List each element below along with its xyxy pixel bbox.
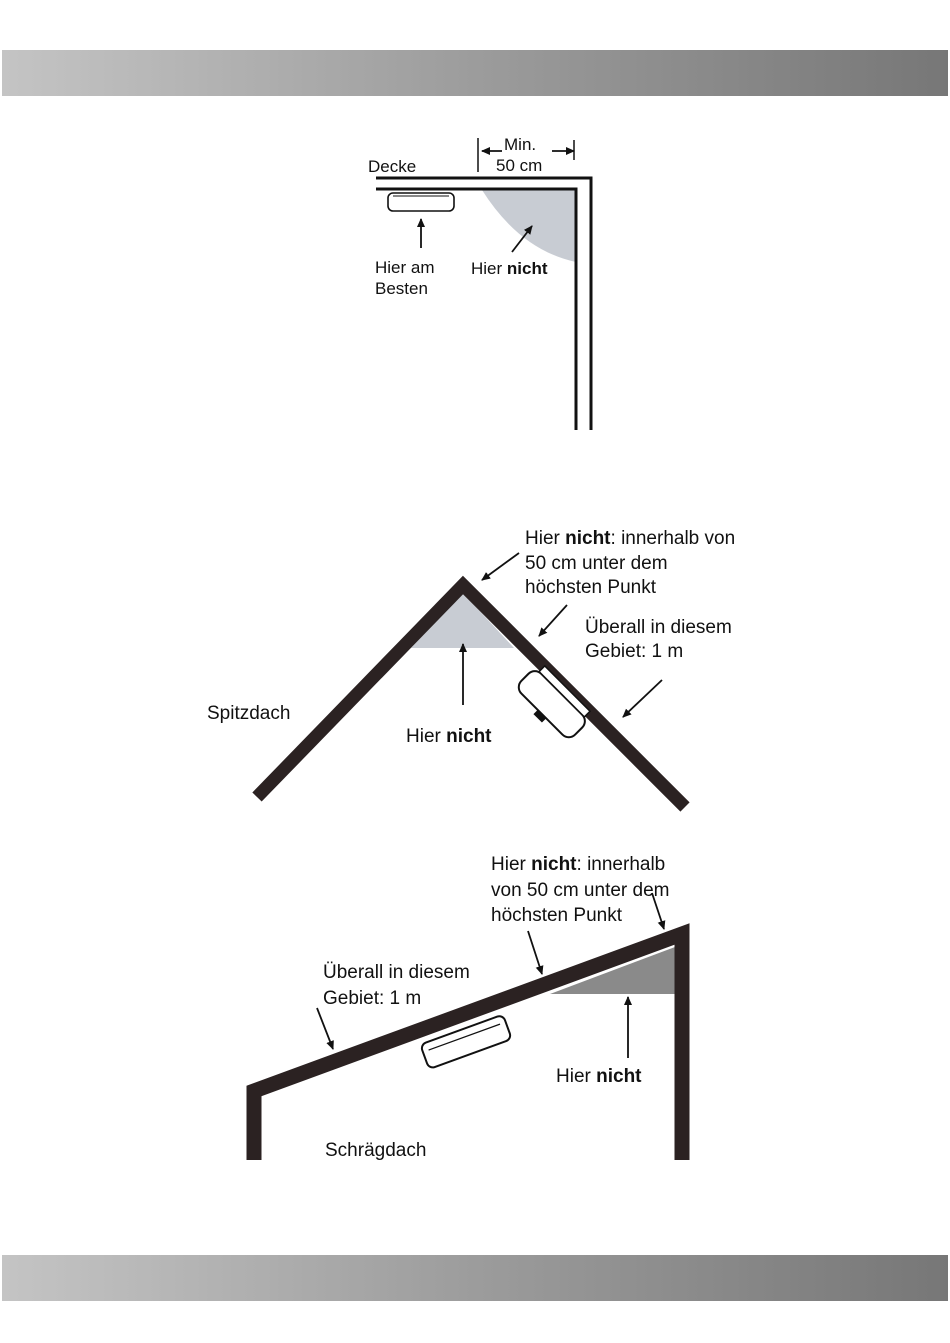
peak-not-here-arrow — [482, 553, 519, 580]
top-note-line1: Hier nicht: innerhalb — [491, 854, 665, 875]
ceiling-dead-zone — [482, 190, 576, 262]
not-here-label: Hier nicht — [556, 1066, 642, 1087]
dimension-label-line1: Min. — [504, 135, 536, 154]
anywhere-label-line1: Überall in diesem — [323, 962, 470, 983]
anywhere-arrow — [623, 680, 662, 717]
not-here-label: Hier nicht — [471, 259, 548, 278]
dimension-label-line2: 50 cm — [496, 156, 542, 175]
anywhere-label-line1: Überall in diesem — [585, 617, 732, 638]
top-note-line2: 50 cm unter dem — [525, 553, 668, 574]
anywhere-arrow — [317, 1008, 333, 1049]
roof-type-label: Schrägdach — [325, 1140, 426, 1161]
smoke-detector — [511, 662, 594, 745]
top-note-line3: höchsten Punkt — [491, 905, 623, 926]
top-note-line1: Hier nicht: innerhalb von — [525, 528, 735, 549]
ceiling-diagram: Decke Min. 50 cm Hier am Besten Hier nic… — [368, 135, 591, 430]
best-position-label-line1: Hier am — [375, 258, 435, 277]
anywhere-label-line2: Gebiet: 1 m — [585, 641, 683, 662]
sloped-roof-diagram: Hier nicht: innerhalb von 50 cm unter de… — [254, 854, 682, 1161]
slope-pointer-arrow — [539, 605, 567, 636]
best-position-label-line2: Besten — [375, 279, 428, 298]
not-here-label: Hier nicht — [406, 726, 492, 747]
peaked-roof-diagram: Hier nicht: innerhalb von 50 cm unter de… — [207, 528, 735, 807]
top-note-line3: höchsten Punkt — [525, 577, 657, 598]
slope-pointer-arrow — [528, 931, 542, 974]
anywhere-label-line2: Gebiet: 1 m — [323, 988, 421, 1009]
top-note-line2: von 50 cm unter dem — [491, 880, 669, 901]
roof-type-label: Spitzdach — [207, 703, 290, 724]
ceiling-label: Decke — [368, 157, 416, 176]
